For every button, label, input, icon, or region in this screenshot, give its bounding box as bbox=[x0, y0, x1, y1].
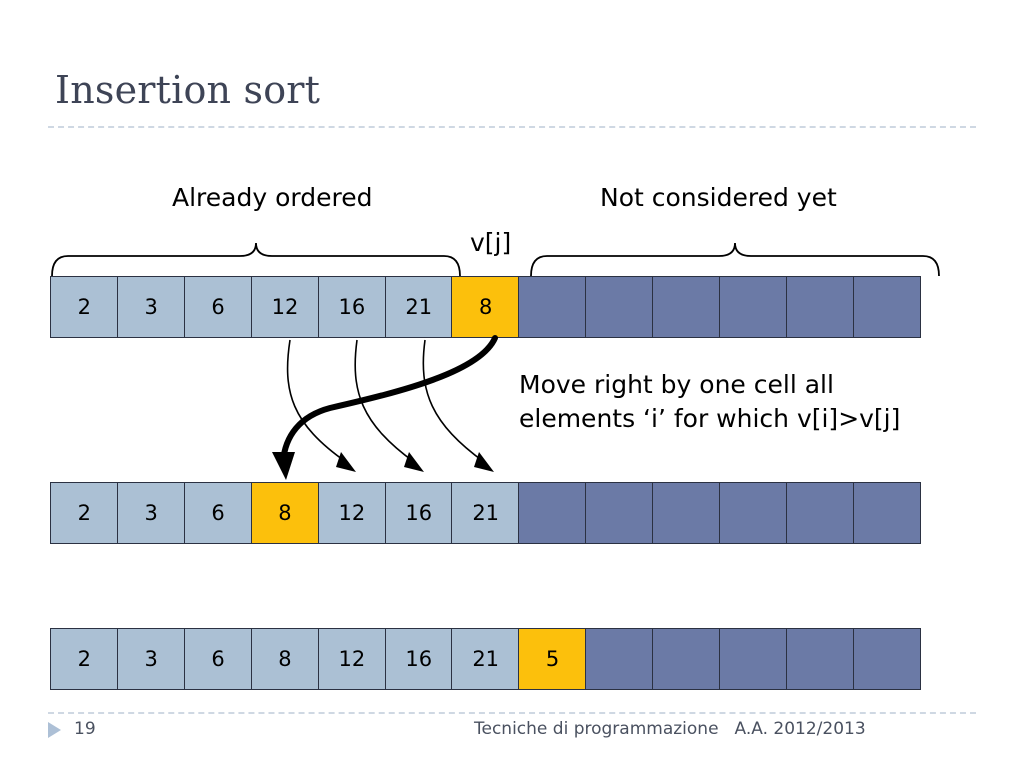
array-cell-sorted: 21 bbox=[384, 276, 454, 338]
array-cell-unknown bbox=[852, 276, 922, 338]
brace-already-ordered bbox=[51, 242, 461, 277]
title-divider bbox=[48, 126, 976, 128]
array-cell-unknown bbox=[585, 482, 654, 544]
array-cell-sorted: 6 bbox=[183, 276, 253, 338]
array-cell-unknown bbox=[652, 482, 721, 544]
array-cell-unknown bbox=[585, 276, 654, 338]
array-cell-sorted: 2 bbox=[50, 482, 119, 544]
footer-course-name: Tecniche di programmazione bbox=[474, 719, 719, 739]
array-cell-sorted: 6 bbox=[183, 628, 253, 690]
footer-text: Tecniche di programmazione A.A. 2012/2013 bbox=[474, 719, 866, 739]
array-cell-unknown bbox=[652, 628, 721, 690]
move-note-line-1: Move right by one cell all bbox=[519, 370, 834, 399]
array-cell-sorted: 12 bbox=[317, 628, 387, 690]
arrow-move-12 bbox=[286, 339, 347, 463]
arrowhead-move-12 bbox=[336, 452, 356, 472]
label-current-element-vj: v[j] bbox=[470, 228, 512, 257]
footer-academic-year: A.A. 2012/2013 bbox=[734, 719, 866, 739]
array-cell-sorted: 16 bbox=[317, 276, 387, 338]
array-cell-sorted: 8 bbox=[250, 628, 320, 690]
array-cell-unknown bbox=[785, 482, 855, 544]
arrowhead-move-21 bbox=[474, 452, 494, 472]
arrow-move-16 bbox=[354, 339, 415, 463]
array-cell-sorted: 2 bbox=[50, 276, 119, 338]
array-cell-unknown bbox=[652, 276, 721, 338]
brace-not-considered-yet bbox=[530, 242, 940, 277]
footer-divider bbox=[48, 712, 976, 714]
triangle-bullet-icon bbox=[48, 722, 61, 738]
arrowhead-insert-current bbox=[272, 452, 295, 480]
array-cell-sorted: 16 bbox=[384, 628, 454, 690]
array-cell-current: 5 bbox=[518, 628, 587, 690]
array-cell-unknown bbox=[719, 482, 788, 544]
array-cell-sorted: 21 bbox=[451, 482, 520, 544]
array-cell-unknown bbox=[518, 482, 587, 544]
label-already-ordered: Already ordered bbox=[172, 183, 373, 212]
array-cell-unknown bbox=[719, 276, 788, 338]
array-cell-unknown bbox=[518, 276, 587, 338]
array-cell-sorted: 21 bbox=[451, 628, 520, 690]
array-cell-sorted: 12 bbox=[250, 276, 320, 338]
array-cell-unknown bbox=[785, 276, 855, 338]
slide-number: 19 bbox=[74, 719, 96, 739]
array-cell-unknown bbox=[719, 628, 788, 690]
array-cell-current: 8 bbox=[250, 482, 320, 544]
array-cell-sorted: 3 bbox=[116, 276, 186, 338]
arrowhead-move-16 bbox=[404, 452, 424, 472]
arrow-insert-current bbox=[280, 335, 498, 465]
move-right-note: Move right by one cell all elements ‘i’ … bbox=[519, 368, 999, 436]
array-cell-unknown bbox=[852, 482, 922, 544]
array-cell-unknown bbox=[785, 628, 855, 690]
array-cell-current: 8 bbox=[451, 276, 520, 338]
array-cell-sorted: 2 bbox=[50, 628, 119, 690]
array-cell-unknown bbox=[585, 628, 654, 690]
arrow-move-21 bbox=[422, 339, 485, 463]
page-title: Insertion sort bbox=[55, 68, 321, 112]
array-cell-unknown bbox=[852, 628, 922, 690]
array-cell-sorted: 12 bbox=[317, 482, 387, 544]
array-cell-sorted: 3 bbox=[116, 482, 186, 544]
array-cell-sorted: 3 bbox=[116, 628, 186, 690]
label-not-considered-yet: Not considered yet bbox=[600, 183, 837, 212]
array-cell-sorted: 6 bbox=[183, 482, 253, 544]
array-cell-sorted: 16 bbox=[384, 482, 454, 544]
move-note-line-2: elements ‘i’ for which v[i]>v[j] bbox=[519, 404, 901, 433]
